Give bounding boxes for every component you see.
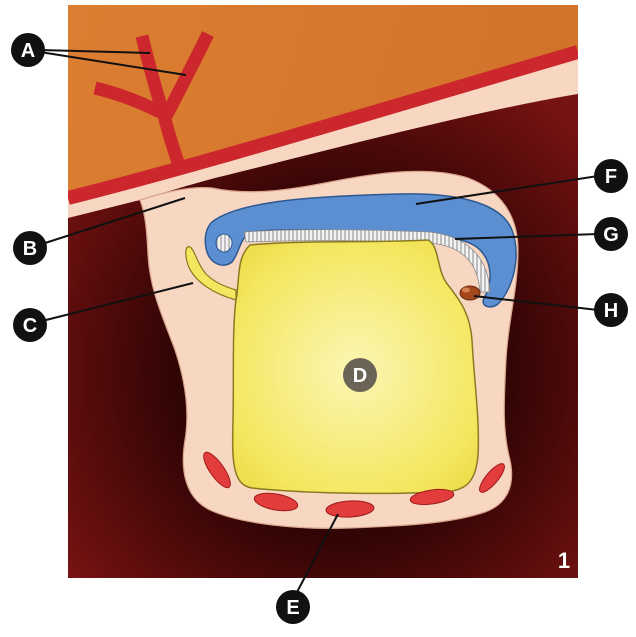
label-a-text: A	[21, 40, 35, 62]
label-d-text: D	[353, 365, 367, 387]
brown-spot	[460, 286, 480, 300]
label-g: G	[594, 217, 628, 251]
panel-number: 1	[558, 548, 570, 573]
label-a: A	[11, 33, 45, 67]
label-h-text: H	[604, 300, 618, 322]
label-f-text: F	[605, 166, 617, 188]
label-g-text: G	[603, 224, 619, 246]
brown-spot-highlight	[462, 288, 470, 293]
label-b-text: B	[23, 238, 37, 260]
label-c: C	[13, 308, 47, 342]
label-b: B	[13, 231, 47, 265]
amnion-inner-curl	[216, 234, 232, 252]
label-e-text: E	[286, 597, 299, 619]
label-e: E	[276, 590, 310, 624]
label-c-text: C	[23, 315, 37, 337]
label-f: F	[594, 159, 628, 193]
picture-frame: D 1	[68, 5, 578, 578]
label-d: D	[343, 358, 377, 392]
label-h: H	[594, 293, 628, 327]
